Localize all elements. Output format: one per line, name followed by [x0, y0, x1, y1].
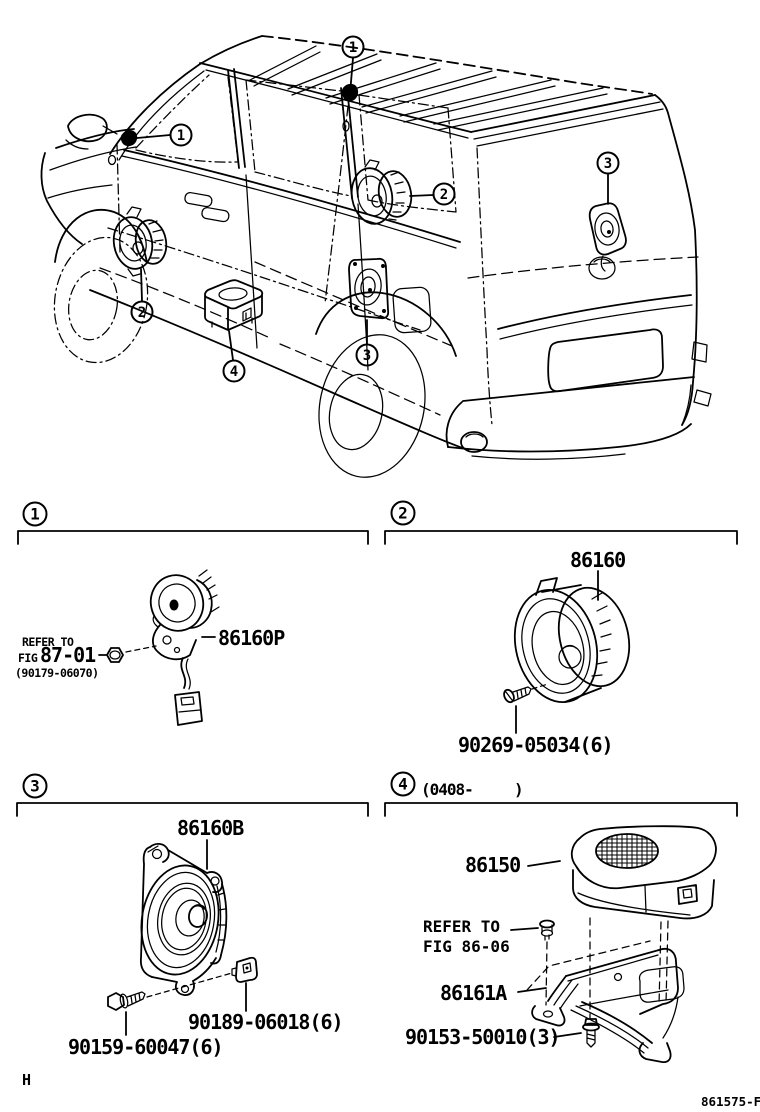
callout-2-rear-door[interactable]: 2: [409, 182, 456, 206]
section-1: 1 REFER TO FIG 87-01 (90179-06070): [15, 501, 369, 726]
box-speaker-86150-drawing: [570, 825, 717, 920]
page-mark: H: [22, 1071, 31, 1089]
quarter-panel-speaker: [348, 257, 390, 320]
callout-1-pillar-label: 1: [177, 128, 185, 144]
section-4-date-note-open: (0408-: [421, 780, 473, 799]
roof-ribs: [249, 45, 608, 131]
callout-2-front-door[interactable]: 2: [130, 268, 154, 324]
section-3: 3: [16, 773, 369, 1059]
front-door-speaker: [112, 206, 168, 277]
callout-2-rear-door-label: 2: [440, 187, 448, 203]
speaker-mesh: [595, 833, 659, 869]
section-1-bracket: [17, 530, 369, 545]
part-number-90153-50010[interactable]: 90153-50010(3): [405, 1025, 561, 1049]
vehicle-illustration: 1 1 2 3 2 3 4: [40, 35, 712, 478]
part-number-90189-06018[interactable]: 90189-06018(6): [188, 1010, 344, 1034]
callout-1-pillar[interactable]: 1: [136, 123, 193, 147]
section-1-fig-prefix: FIG: [18, 651, 38, 665]
screw-90269-drawing: [503, 683, 549, 704]
nut-drawing: [106, 645, 157, 663]
bracket-86161A-drawing: [526, 940, 685, 1064]
callout-4-amplifier[interactable]: 4: [222, 330, 246, 383]
rear-pillar-speaker: [588, 202, 627, 272]
part-number-86160B[interactable]: 86160B: [177, 816, 245, 840]
section-4-number: 4: [398, 775, 408, 794]
section-1-ref-part: (90179-06070): [15, 666, 99, 680]
section-2: 2 86160 90269-05034(6): [384, 500, 738, 757]
callout-2-front-door-label: 2: [138, 305, 146, 321]
part-number-90159-60047[interactable]: 90159-60047(6): [68, 1035, 224, 1059]
part-number-86160[interactable]: 86160: [570, 548, 626, 572]
callout-3-rear-pillar-label: 3: [604, 156, 612, 172]
section-4-date-note-close: ): [514, 780, 523, 799]
section-4: 4 (0408- ): [384, 771, 738, 1064]
part-number-90269-05034[interactable]: 90269-05034(6): [458, 733, 614, 757]
section-4-bracket: [384, 802, 738, 817]
speaker-86160B-drawing: [139, 843, 228, 996]
callout-1-roof[interactable]: 1: [341, 35, 365, 95]
callout-4-amplifier-label: 4: [230, 364, 238, 380]
section-1-refer-to: REFER TO: [22, 635, 74, 649]
bolt-90159-drawing: [107, 972, 233, 1011]
section-3-number: 3: [30, 777, 40, 796]
section-3-bracket: [16, 802, 369, 817]
spacer-90189-drawing: [231, 956, 258, 983]
section-1-number: 1: [30, 505, 40, 524]
a-pillar-tweeter: [107, 130, 138, 253]
side-windows: [135, 74, 457, 213]
figure-code: 861575-F: [701, 1094, 760, 1109]
rear-door-speaker: [350, 159, 413, 225]
section-1-fig-number[interactable]: 87-01: [40, 643, 97, 667]
part-number-86160P[interactable]: 86160P: [218, 626, 286, 650]
amplifier-box: [204, 279, 264, 331]
part-number-86161A[interactable]: 86161A: [440, 981, 508, 1005]
tweeter-drawing: [149, 569, 220, 726]
screw-90153-drawing: [582, 1018, 600, 1048]
section-4-fig-ref: FIG 86-06: [423, 937, 510, 956]
clip-fig86-06-drawing: [539, 919, 555, 941]
section-2-number: 2: [398, 504, 408, 523]
speaker-86160-drawing: [513, 577, 631, 704]
callout-1-roof-label: 1: [349, 40, 357, 56]
section-4-refer-to: REFER TO: [423, 917, 500, 936]
callout-3-rear-pillar[interactable]: 3: [596, 151, 620, 205]
part-number-86150[interactable]: 86150: [465, 853, 521, 877]
section-2-bracket: [384, 530, 738, 545]
callout-3-quarter[interactable]: 3: [355, 319, 379, 367]
callout-3-quarter-label: 3: [363, 348, 371, 364]
